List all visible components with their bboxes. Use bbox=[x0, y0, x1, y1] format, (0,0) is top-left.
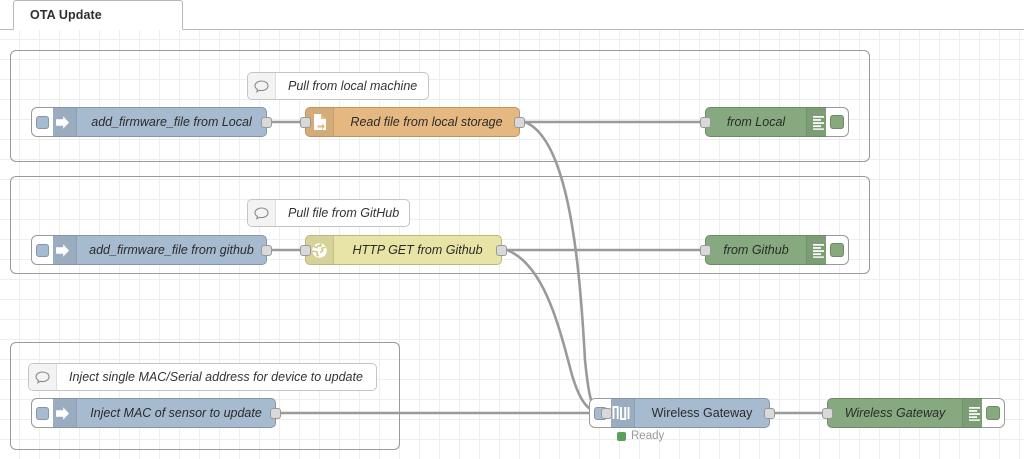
status-label: Ready bbox=[631, 430, 665, 442]
comment-label: Pull from local machine bbox=[288, 79, 418, 93]
comment-label: Inject single MAC/Serial address for dev… bbox=[69, 370, 363, 384]
inject-trigger-button[interactable] bbox=[31, 398, 53, 428]
wire-http-to-gateway bbox=[505, 248, 603, 415]
node-debug-from-github[interactable]: from Github bbox=[700, 235, 849, 265]
node-label: add_firmware_file from Local bbox=[91, 115, 252, 129]
group-local[interactable] bbox=[10, 50, 870, 162]
comment-bubble-icon bbox=[248, 200, 276, 226]
inject-trigger-button[interactable] bbox=[31, 107, 53, 137]
flow-tab-bar: OTA Update bbox=[0, 0, 1024, 30]
input-port[interactable] bbox=[700, 244, 711, 256]
node-http-get-from-github[interactable]: HTTP GET from Github bbox=[300, 235, 507, 265]
input-port[interactable] bbox=[300, 244, 311, 256]
input-port[interactable] bbox=[822, 407, 833, 419]
node-label: Read file from local storage bbox=[350, 115, 503, 129]
group-inject-mac[interactable] bbox=[10, 342, 400, 450]
comment-bubble-icon bbox=[248, 73, 276, 99]
input-port[interactable] bbox=[700, 116, 711, 128]
output-port[interactable] bbox=[261, 244, 272, 256]
tab-ota-update[interactable]: OTA Update bbox=[13, 0, 183, 30]
node-label: add_firmware_file from github bbox=[89, 243, 254, 257]
output-port[interactable] bbox=[764, 407, 775, 419]
node-debug-from-local[interactable]: from Local bbox=[700, 107, 849, 137]
node-inject-mac-of-sensor[interactable]: Inject MAC of sensor to update bbox=[31, 398, 281, 428]
arrow-right-icon bbox=[49, 108, 77, 136]
node-inject-add-firmware-github[interactable]: add_firmware_file from github bbox=[31, 235, 272, 265]
input-port[interactable] bbox=[300, 116, 311, 128]
node-label: Inject MAC of sensor to update bbox=[90, 406, 262, 420]
comment-node-pull-github[interactable]: Pull file from GitHub bbox=[247, 199, 410, 227]
debug-enable-toggle[interactable] bbox=[826, 235, 849, 265]
node-status-wireless-gateway: Ready bbox=[617, 430, 664, 442]
group-github[interactable] bbox=[10, 176, 870, 274]
node-file-read-local-storage[interactable]: Read file from local storage bbox=[300, 107, 525, 137]
node-label: from Github bbox=[723, 243, 789, 257]
arrow-right-icon bbox=[49, 236, 77, 264]
output-port[interactable] bbox=[514, 116, 525, 128]
node-label: Wireless Gateway bbox=[844, 406, 946, 420]
debug-enable-toggle[interactable] bbox=[826, 107, 849, 137]
node-label: from Local bbox=[726, 115, 786, 129]
inject-trigger-button[interactable] bbox=[31, 235, 53, 265]
comment-label: Pull file from GitHub bbox=[288, 206, 400, 220]
tab-label: OTA Update bbox=[30, 8, 102, 22]
node-label: HTTP GET from Github bbox=[352, 243, 483, 257]
output-port[interactable] bbox=[270, 407, 281, 419]
arrow-right-icon bbox=[49, 399, 77, 427]
comment-bubble-icon bbox=[29, 364, 57, 390]
debug-enable-toggle[interactable] bbox=[982, 398, 1005, 428]
input-port[interactable] bbox=[601, 407, 612, 419]
node-inject-add-firmware-local[interactable]: add_firmware_file from Local bbox=[31, 107, 272, 137]
comment-node-inject-mac[interactable]: Inject single MAC/Serial address for dev… bbox=[28, 363, 377, 391]
status-indicator-dot bbox=[617, 431, 626, 441]
node-wireless-gateway[interactable]: Wireless Gateway bbox=[589, 398, 775, 428]
output-port[interactable] bbox=[261, 116, 272, 128]
output-port[interactable] bbox=[496, 244, 507, 256]
node-label: Wireless Gateway bbox=[651, 406, 753, 420]
flow-canvas[interactable]: Pull from local machine Pull file from G… bbox=[0, 30, 1024, 459]
node-debug-wireless-gateway[interactable]: Wireless Gateway bbox=[822, 398, 1005, 428]
comment-node-pull-local[interactable]: Pull from local machine bbox=[247, 72, 429, 100]
globe-icon bbox=[306, 236, 334, 264]
